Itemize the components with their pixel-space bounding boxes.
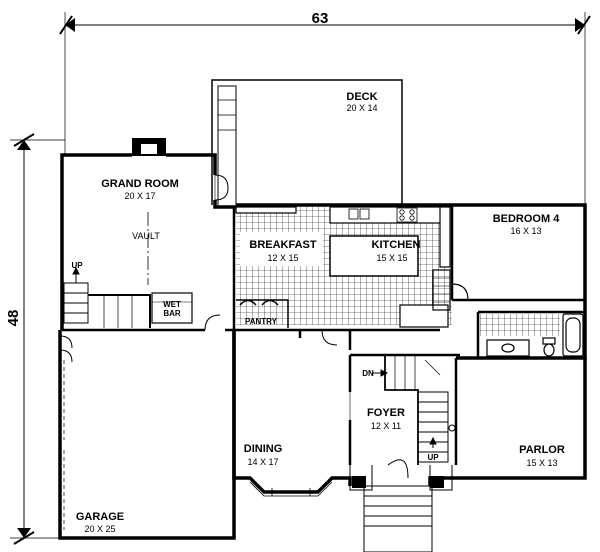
foyer-name: FOYER bbox=[367, 407, 405, 419]
dining-size: 14 X 17 bbox=[247, 457, 278, 467]
entry-steps bbox=[363, 485, 433, 552]
fireplace bbox=[132, 138, 166, 156]
wet-bar-label-1: WET bbox=[163, 300, 181, 309]
grand-room-name: GRAND ROOM bbox=[101, 178, 179, 190]
foyer-stairs bbox=[372, 355, 456, 465]
deck-name: DECK bbox=[346, 91, 377, 103]
bedroom4-size: 16 X 13 bbox=[510, 226, 541, 236]
deck-size: 20 X 14 bbox=[346, 103, 377, 113]
kitchen-name: KITCHEN bbox=[372, 239, 421, 251]
closet bbox=[432, 269, 469, 311]
grand-room-doors bbox=[214, 174, 229, 201]
grand-room-up-label: UP bbox=[71, 261, 83, 270]
foyer-up-label: UP bbox=[427, 453, 439, 462]
porch-columns bbox=[352, 476, 444, 488]
pantry-box bbox=[236, 299, 289, 328]
width-label: 63 bbox=[312, 10, 329, 27]
bedroom4-name: BEDROOM 4 bbox=[493, 213, 561, 225]
parlor-size: 15 X 13 bbox=[526, 458, 557, 468]
garage-size: 20 X 25 bbox=[84, 524, 115, 534]
bay-window bbox=[249, 481, 333, 497]
foyer-size: 12 X 11 bbox=[371, 421, 401, 431]
wet-bar bbox=[151, 292, 193, 324]
wet-bar-label-2: BAR bbox=[163, 309, 181, 318]
depth-label: 48 bbox=[5, 310, 22, 327]
foyer-down-label: DN bbox=[362, 369, 374, 378]
door-swings bbox=[59, 314, 453, 491]
kitchen-size: 15 X 15 bbox=[376, 253, 407, 263]
pantry-label: PANTRY bbox=[245, 317, 278, 326]
grand-room-vault: VAULT bbox=[132, 231, 160, 241]
kitchen-island bbox=[329, 235, 419, 277]
breakfast-name: BREAKFAST bbox=[249, 239, 317, 251]
grand-room-stairs bbox=[63, 266, 151, 328]
grand-room-size: 20 X 17 bbox=[124, 191, 155, 201]
breakfast-size: 12 X 15 bbox=[267, 253, 298, 263]
garage-name: GARAGE bbox=[76, 511, 124, 523]
depth-dimension bbox=[10, 133, 65, 545]
width-dimension bbox=[59, 12, 591, 205]
dining-name: DINING bbox=[244, 443, 283, 455]
bathroom-fixtures bbox=[486, 313, 584, 357]
range-icon bbox=[396, 207, 418, 223]
bath-tile bbox=[480, 314, 560, 336]
interior-walls bbox=[62, 205, 585, 465]
exterior-walls bbox=[58, 153, 587, 540]
sink bbox=[348, 208, 370, 220]
breakfast-label-mask bbox=[240, 232, 323, 266]
deck-outline bbox=[211, 79, 403, 205]
parlor-name: PARLOR bbox=[519, 444, 565, 456]
